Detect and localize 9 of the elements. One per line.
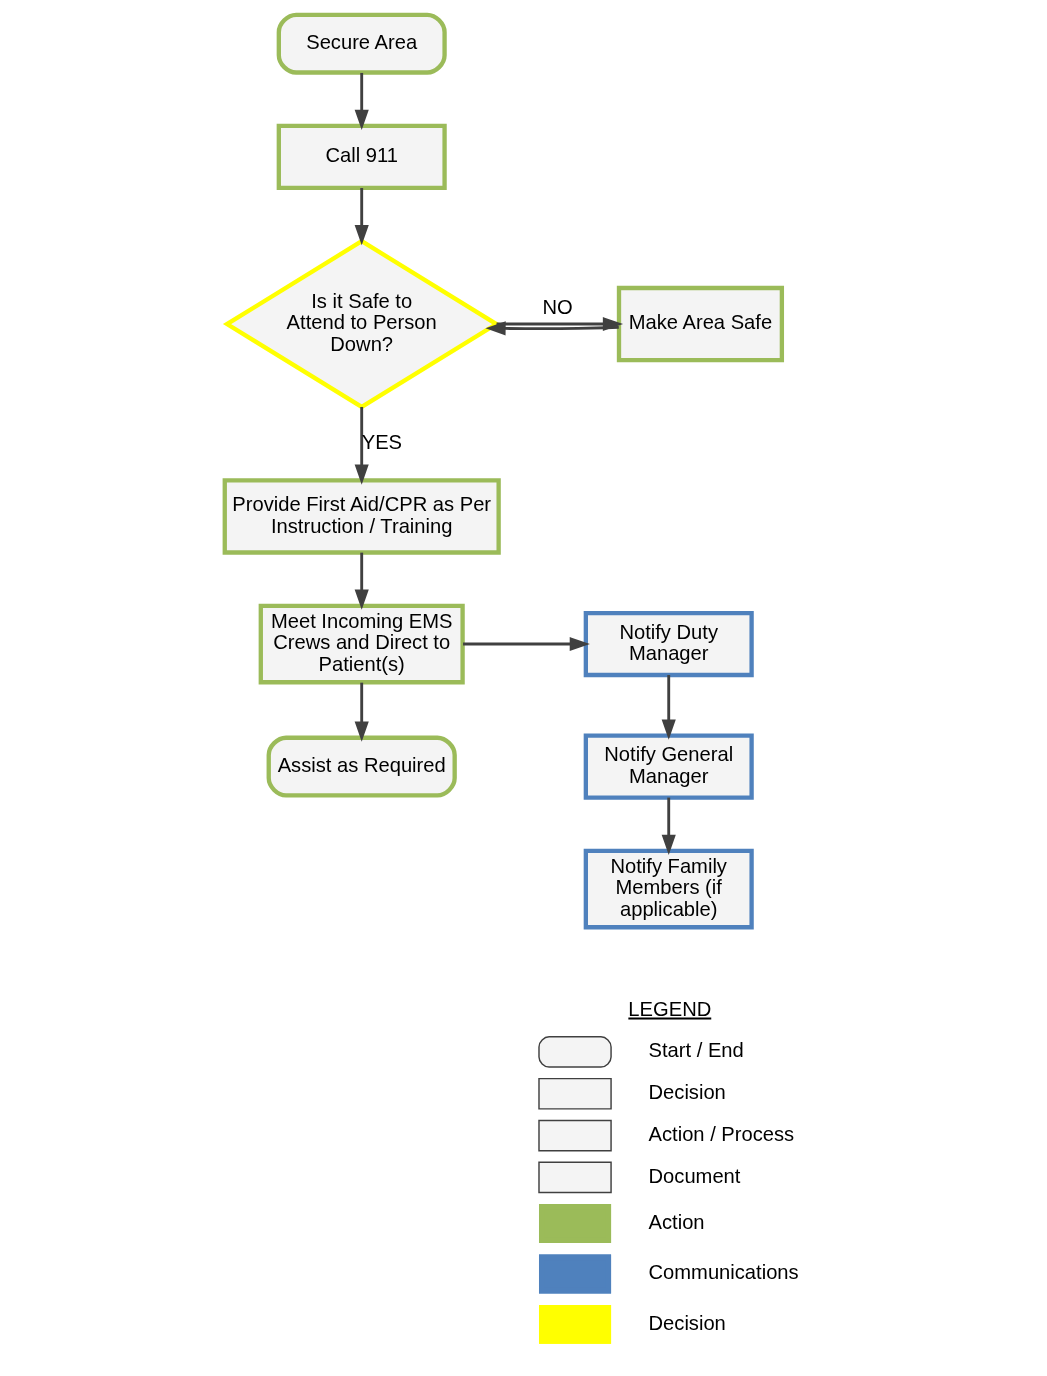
legend-label: Start / End	[648, 1039, 744, 1062]
legend-label: Action / Process	[648, 1122, 795, 1145]
edge-label: NO	[542, 296, 573, 319]
legend-label: Document	[648, 1164, 741, 1187]
legend-label: Communications	[648, 1261, 799, 1284]
legend-label: Action	[648, 1210, 705, 1233]
label: LEGEND	[628, 997, 712, 1020]
legend-label: Decision	[648, 1311, 726, 1334]
legend-label: Decision	[648, 1081, 726, 1104]
